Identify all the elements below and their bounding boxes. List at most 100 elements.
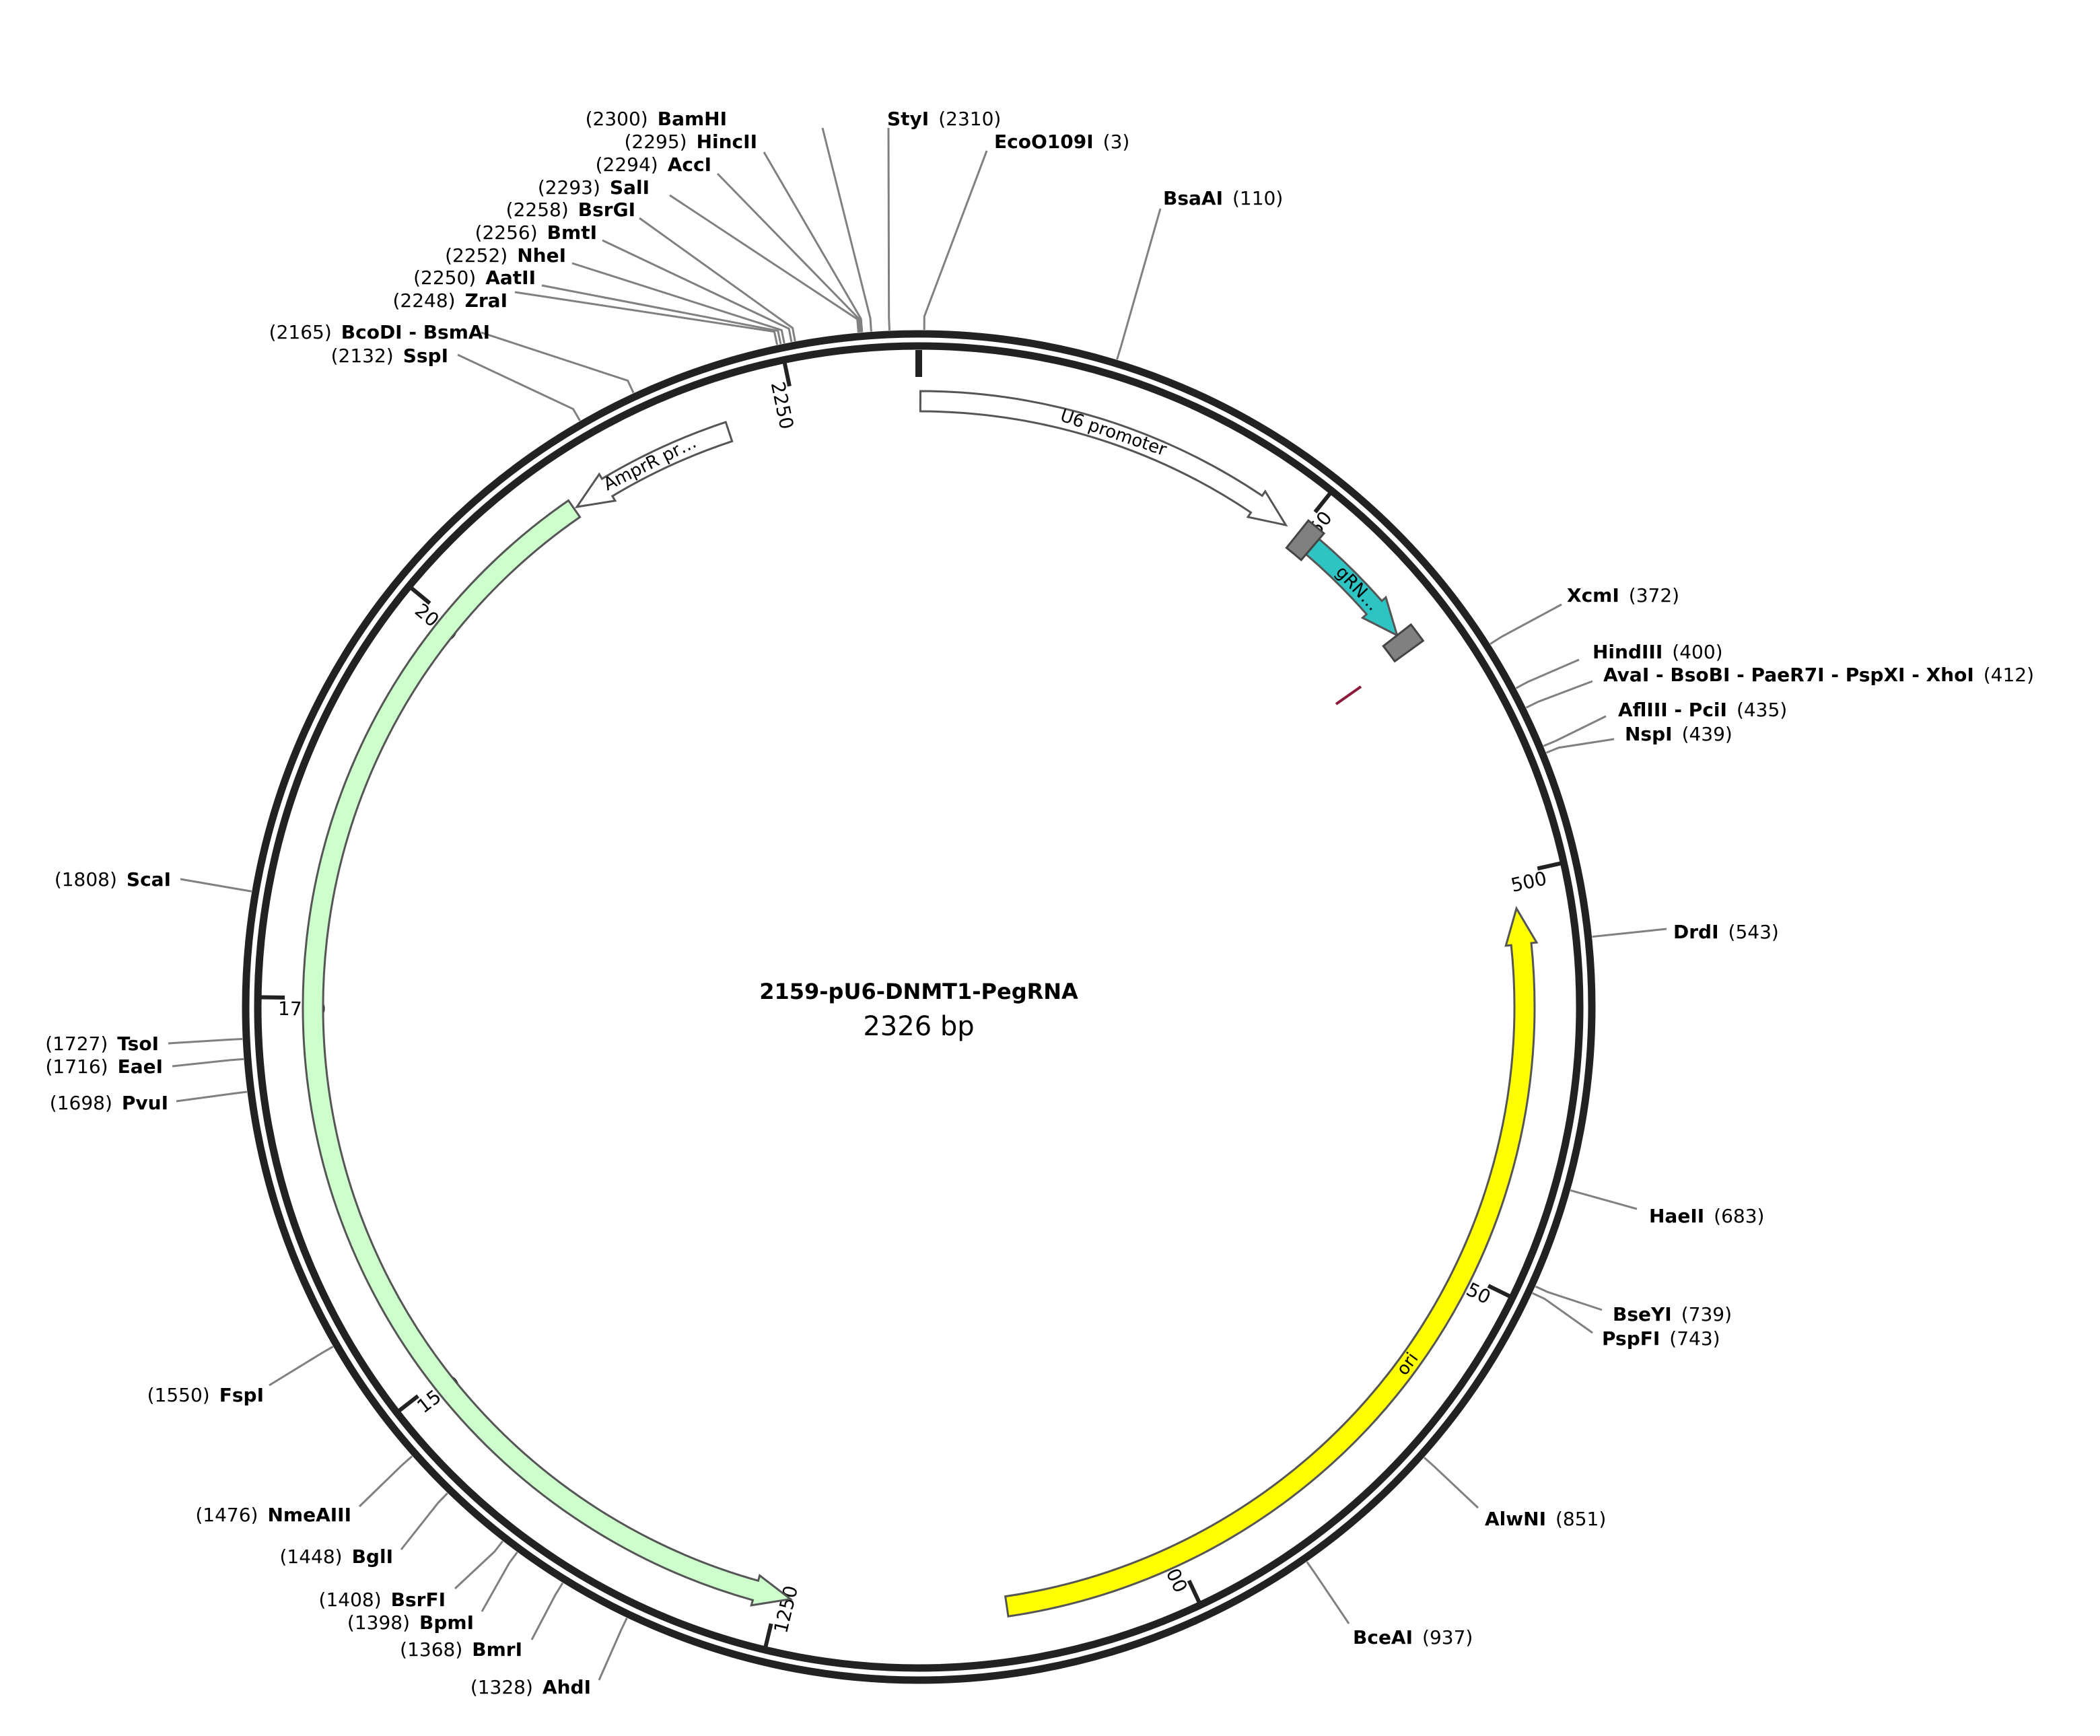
site-position: (683)	[1714, 1205, 1764, 1227]
restriction-site-label[interactable]: (1448)BglI	[279, 1546, 393, 1568]
backbone-outer-ring	[242, 330, 1596, 1684]
site-leader-line	[1592, 928, 1667, 938]
site-name: StyI	[887, 108, 929, 130]
restriction-site-label[interactable]: XcmI (372)	[1567, 584, 1679, 606]
site-leader-line	[514, 291, 779, 345]
site-leader-line	[763, 151, 864, 333]
site-position: (2252)	[445, 244, 508, 267]
restriction-site-label[interactable]: (2293) SalI	[538, 176, 650, 199]
restriction-site-label[interactable]: (1398)BpmI	[347, 1611, 474, 1634]
feature-label-amprp: AmprR pr…	[600, 432, 700, 495]
site-leader-line	[481, 331, 635, 394]
site-position: (439)	[1682, 723, 1733, 745]
restriction-site-label[interactable]: (2295)HincII	[624, 131, 757, 153]
restriction-site-label[interactable]: AflIII - PciI(435)	[1618, 699, 1787, 721]
site-position: (2293)	[538, 176, 600, 199]
site-position: (1808)	[55, 868, 117, 891]
site-leader-line	[530, 1582, 564, 1640]
site-position: (435)	[1737, 699, 1787, 721]
site-name: HindIII	[1593, 641, 1663, 663]
site-leader-line	[457, 353, 581, 421]
restriction-site-label[interactable]: (1698)PvuI	[50, 1092, 168, 1114]
site-leader-line	[481, 1552, 518, 1612]
site-leader-line	[716, 172, 862, 333]
scale-tick	[763, 1623, 773, 1648]
restriction-site-label[interactable]: BsaAI(110)	[1163, 187, 1283, 209]
restriction-site-label[interactable]: (2252)NheI	[445, 244, 566, 267]
site-name: SalI	[610, 176, 650, 199]
site-leader-line	[923, 150, 988, 331]
restriction-site-label[interactable]: (1727)TsoI	[45, 1033, 159, 1055]
site-leader-line	[176, 1090, 248, 1103]
site-position: (1698)	[50, 1092, 112, 1114]
site-name: PspFI	[1602, 1327, 1660, 1350]
site-name: BcoDI - BsmAI	[341, 321, 490, 343]
restriction-site-label[interactable]: (1550)FspI	[147, 1384, 264, 1406]
site-leader-line	[168, 1038, 243, 1045]
site-name: DrdI	[1673, 921, 1719, 943]
restriction-site-label[interactable]: HindIII(400)	[1593, 641, 1723, 663]
restriction-site-label[interactable]: EcoO109I(3)	[994, 131, 1129, 153]
site-leader-line	[669, 194, 860, 333]
tick-label: 2250	[767, 380, 798, 431]
restriction-site-label[interactable]: BceAI(937)	[1353, 1626, 1473, 1648]
restriction-site-label[interactable]: (1808)ScaI	[55, 868, 171, 891]
restriction-site-label[interactable]: BseYI(739)	[1613, 1303, 1732, 1325]
feature-grna[interactable]	[1304, 537, 1399, 637]
feature-ori[interactable]	[1004, 905, 1539, 1618]
site-position: (1408)	[319, 1589, 382, 1611]
site-leader-line	[172, 1057, 244, 1068]
site-name: BglI	[352, 1546, 393, 1568]
restriction-site-label[interactable]: NspI(439)	[1625, 723, 1733, 745]
site-name: BceAI	[1353, 1626, 1413, 1648]
restriction-site-label[interactable]: (2300) BamHI	[586, 108, 727, 130]
restriction-site-label[interactable]: (1716)EaeI	[45, 1055, 163, 1078]
feature-u6[interactable]	[919, 390, 1288, 527]
site-position: (2250)	[413, 267, 476, 289]
site-leader-line	[1545, 738, 1615, 754]
restriction-site-label[interactable]: (2258)BsrGI	[506, 199, 635, 221]
restriction-site-label[interactable]: (1328)AhdI	[470, 1676, 591, 1698]
restriction-site-label[interactable]: (2294)AccI	[596, 153, 711, 176]
site-leader-line	[1490, 603, 1562, 645]
restriction-site-label[interactable]: (1476) NmeAIII	[195, 1504, 351, 1526]
site-leader-line	[821, 127, 872, 332]
restriction-site-label[interactable]: (2256)BmtI	[475, 221, 597, 244]
restriction-site-label[interactable]: (2132)SspI	[331, 345, 448, 367]
restriction-site-label[interactable]: PspFI(743)	[1602, 1327, 1720, 1350]
site-leader-line	[602, 239, 793, 343]
site-position: (372)	[1629, 584, 1679, 606]
restriction-site-label[interactable]: AlwNI(851)	[1485, 1508, 1606, 1530]
site-leader-line	[1116, 208, 1162, 360]
site-name: BseYI	[1613, 1303, 1672, 1325]
site-name: NmeAIII	[267, 1504, 351, 1526]
site-name: BamHI	[658, 108, 727, 130]
feature-label-grna: gRN…	[1331, 562, 1383, 615]
restriction-site-label[interactable]: StyI (2310)	[887, 108, 1001, 130]
feature-ampr[interactable]	[302, 499, 794, 1607]
site-position: (1716)	[45, 1055, 108, 1078]
restriction-site-label[interactable]: (2248)ZraI	[392, 289, 508, 312]
site-name: BmtI	[547, 221, 597, 244]
site-position: (1476)	[195, 1504, 258, 1526]
plasmid-length: 2326 bp	[863, 1011, 974, 1042]
restriction-site-label[interactable]: (1408)BsrFI	[319, 1589, 446, 1611]
site-name: FspI	[219, 1384, 264, 1406]
site-position: (2258)	[506, 199, 569, 221]
restriction-site-label[interactable]: (2250)AatII	[413, 267, 536, 289]
site-name: XcmI	[1567, 584, 1619, 606]
restriction-site-label[interactable]: (1368)BmrI	[400, 1638, 522, 1661]
site-leader-line	[358, 1455, 413, 1508]
site-position: (2300)	[586, 108, 648, 130]
site-leader-line	[541, 284, 782, 345]
site-position: (2310)	[938, 108, 1001, 130]
site-leader-line	[1535, 1285, 1603, 1311]
site-name: AvaI - BsoBI - PaeR7I - PspXI - XhoI	[1603, 664, 1974, 686]
restriction-site-label[interactable]: HaeII(683)	[1649, 1205, 1764, 1227]
site-position: (2295)	[624, 131, 687, 153]
feature-amprp[interactable]	[574, 421, 734, 509]
restriction-site-label[interactable]: AvaI - BsoBI - PaeR7I - PspXI - XhoI(412…	[1603, 664, 2034, 686]
backbone-inner-ring	[254, 342, 1584, 1672]
restriction-site-label[interactable]: (2165)BcoDI - BsmAI	[269, 321, 490, 343]
restriction-site-label[interactable]: DrdI(543)	[1673, 921, 1779, 943]
